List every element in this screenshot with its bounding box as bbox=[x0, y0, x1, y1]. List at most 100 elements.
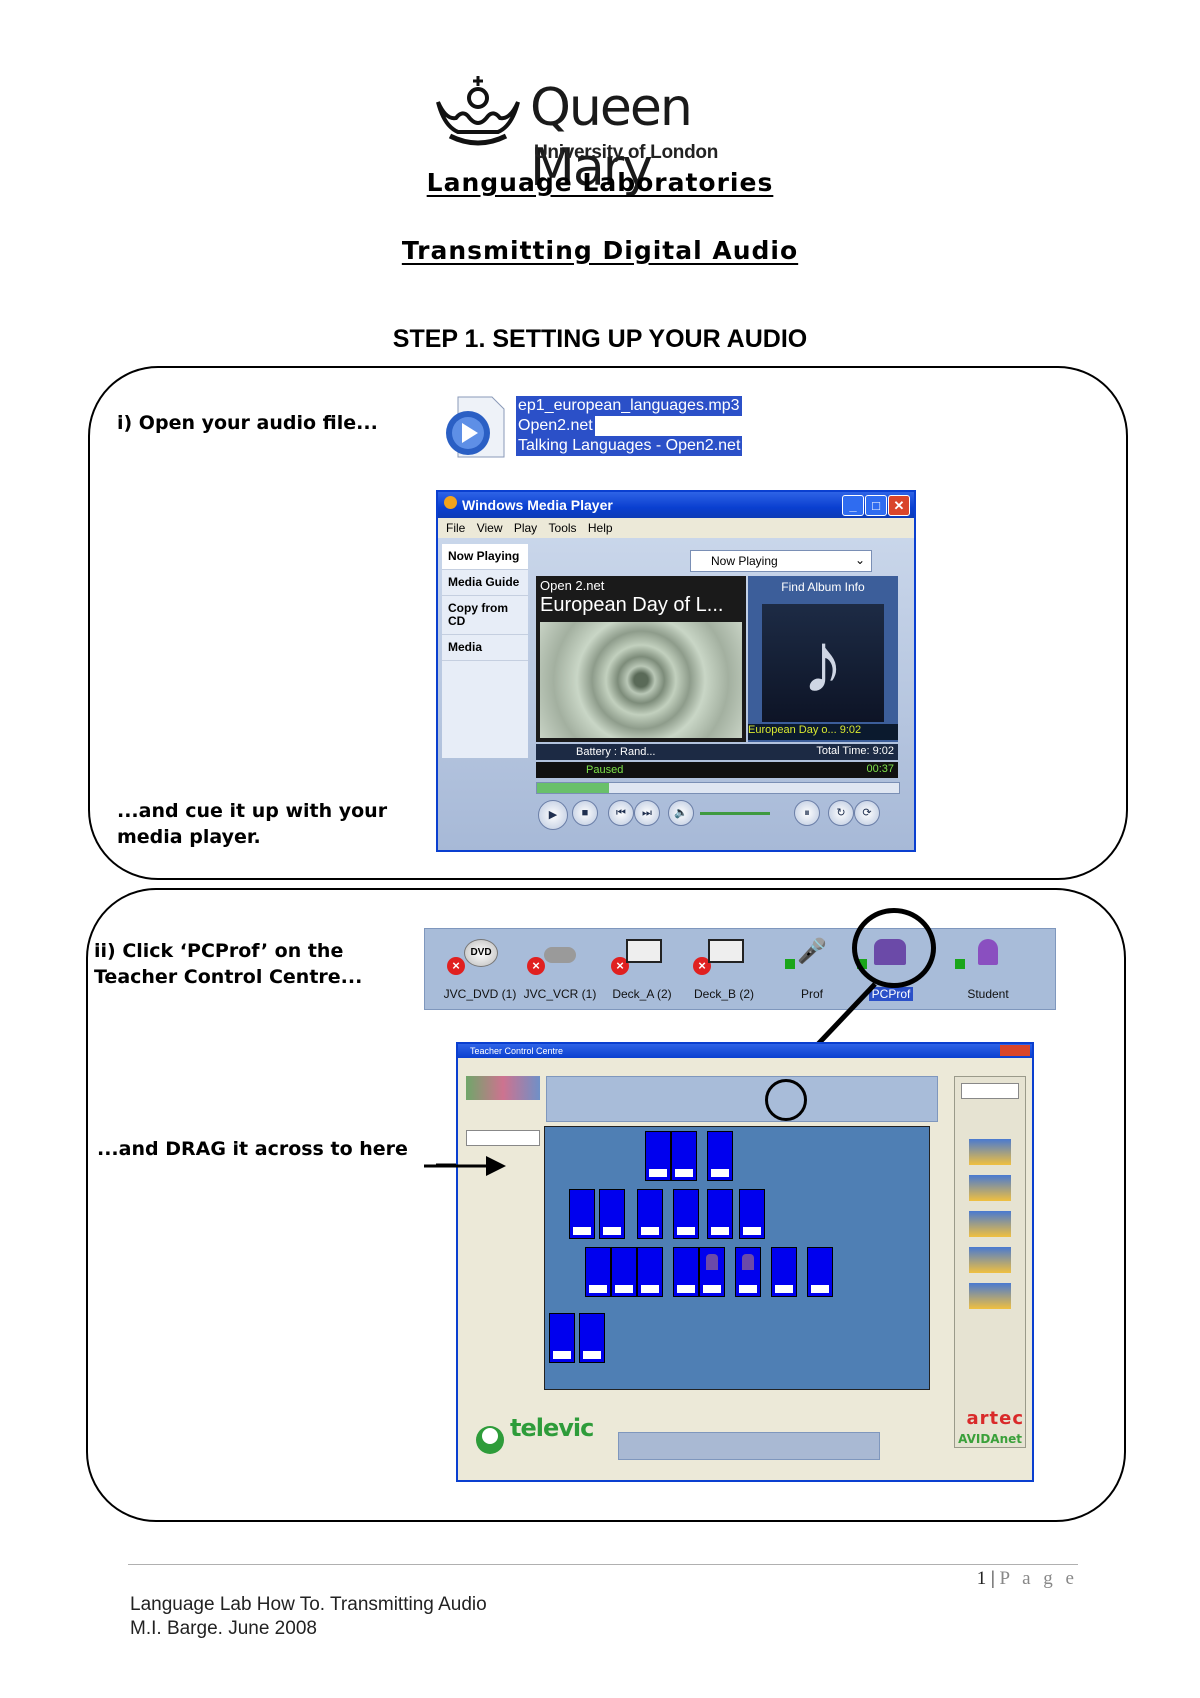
student-desk[interactable] bbox=[807, 1247, 833, 1297]
error-icon: × bbox=[611, 957, 629, 975]
student-desk[interactable] bbox=[707, 1189, 733, 1239]
student-desk[interactable] bbox=[569, 1189, 595, 1239]
album-caption: European Day o... 9:02 bbox=[748, 724, 898, 740]
student-desk[interactable] bbox=[549, 1313, 575, 1363]
activity-icon[interactable] bbox=[969, 1139, 1011, 1165]
viz-track-title: European Day of L... bbox=[540, 594, 724, 616]
student-desk[interactable] bbox=[673, 1189, 699, 1239]
group-icons[interactable] bbox=[466, 1076, 540, 1100]
file-title: Talking Languages - Open2.net bbox=[516, 436, 743, 456]
device-label: PCProf bbox=[869, 987, 913, 1001]
viz-header: Open 2.net bbox=[540, 578, 605, 593]
album-art-pane: Find Album Info ♪ European Day o... 9:02 bbox=[748, 576, 898, 742]
tcc-mini-toolbar bbox=[546, 1076, 938, 1122]
next-button[interactable]: ⏭ bbox=[634, 800, 660, 826]
televic-brand: televic bbox=[510, 1414, 594, 1442]
total-time: Total Time: 9:02 bbox=[816, 745, 894, 757]
session-selector[interactable] bbox=[466, 1130, 540, 1146]
selected-file-label[interactable]: ep1_european_languages.mp3 Open2.net Tal… bbox=[516, 396, 743, 456]
student-desk[interactable] bbox=[673, 1247, 699, 1297]
previous-button[interactable]: ⏮ bbox=[608, 800, 634, 826]
transport-controls: ▶ ■ ⏮ ⏭ 🔈 ⏸ ↻ ⟳ bbox=[536, 794, 898, 836]
tcc-left-panel bbox=[466, 1076, 540, 1416]
device-prof[interactable]: 🎤 Prof bbox=[777, 935, 847, 1007]
student-desk[interactable] bbox=[771, 1247, 797, 1297]
nav-media-guide[interactable]: Media Guide bbox=[442, 570, 528, 596]
device-label: Deck_A (2) bbox=[612, 987, 672, 1001]
highlight-circle bbox=[852, 908, 936, 988]
media-file-icon[interactable] bbox=[440, 395, 508, 459]
instruction-cue-audio: ...and cue it up with your media player. bbox=[117, 800, 388, 848]
activity-icon[interactable] bbox=[969, 1247, 1011, 1273]
dvd-icon: DVD bbox=[464, 939, 498, 967]
microphone-icon: 🎤 bbox=[797, 938, 827, 965]
student-desk[interactable] bbox=[671, 1131, 697, 1181]
play-button[interactable]: ▶ bbox=[538, 800, 568, 830]
tcc-right-panel bbox=[954, 1076, 1026, 1448]
student-desk[interactable] bbox=[599, 1189, 625, 1239]
instruction-click-pcprof: ii) Click ‘PCProf’ on the Teacher Contro… bbox=[94, 938, 430, 990]
device-jvc-vcr[interactable]: × JVC_VCR (1) bbox=[523, 935, 597, 1007]
logo-wordmark: Queen Mary bbox=[530, 78, 693, 198]
student-desk[interactable] bbox=[645, 1131, 671, 1181]
menu-file[interactable]: File bbox=[446, 521, 466, 535]
student-desk[interactable] bbox=[579, 1313, 605, 1363]
close-button[interactable]: ✕ bbox=[888, 495, 910, 516]
tcc-transport-bar[interactable] bbox=[618, 1432, 880, 1460]
highlight-circle-small bbox=[765, 1079, 807, 1121]
nav-copy-from-cd[interactable]: Copy from CD bbox=[442, 596, 528, 635]
seek-bar-progress bbox=[537, 783, 610, 793]
student-desk[interactable] bbox=[739, 1189, 765, 1239]
activity-icon[interactable] bbox=[969, 1283, 1011, 1309]
student-icon bbox=[978, 939, 998, 965]
seek-bar[interactable] bbox=[536, 782, 900, 794]
page-number-value: 1 bbox=[976, 1568, 987, 1589]
music-note-icon: ♪ bbox=[762, 604, 884, 722]
maximize-button[interactable]: □ bbox=[865, 495, 887, 516]
menu-tools[interactable]: Tools bbox=[548, 521, 577, 535]
status-ok-icon bbox=[955, 959, 965, 969]
crown-crest-icon bbox=[436, 76, 520, 146]
mute-button[interactable]: 🔈 bbox=[668, 800, 694, 826]
student-desk-occupied[interactable] bbox=[735, 1247, 761, 1297]
page-label: P a g e bbox=[999, 1568, 1078, 1589]
student-desk[interactable] bbox=[637, 1189, 663, 1239]
student-desk[interactable] bbox=[611, 1247, 637, 1297]
student-desk[interactable] bbox=[707, 1131, 733, 1181]
classroom-layout[interactable] bbox=[544, 1126, 930, 1390]
playlist-name[interactable]: Battery : Rand... bbox=[576, 746, 656, 758]
shuffle-button[interactable]: ↻ bbox=[828, 800, 854, 826]
nav-now-playing[interactable]: Now Playing bbox=[442, 544, 528, 570]
device-deck-b[interactable]: × Deck_B (2) bbox=[687, 935, 761, 1007]
activity-icon[interactable] bbox=[969, 1175, 1011, 1201]
menu-help[interactable]: Help bbox=[587, 521, 613, 535]
device-jvc-dvd[interactable]: × DVD JVC_DVD (1) bbox=[443, 935, 517, 1007]
device-label: Prof bbox=[800, 987, 823, 1001]
menu-view[interactable]: View bbox=[476, 521, 503, 535]
wmp-title-bar[interactable]: Windows Media Player _ □ ✕ bbox=[438, 492, 914, 518]
find-album-info-link[interactable]: Find Album Info bbox=[781, 580, 865, 594]
student-desk[interactable] bbox=[637, 1247, 663, 1297]
wmp-menu-bar: File View Play Tools Help bbox=[438, 518, 914, 538]
tcc-window-buttons[interactable] bbox=[1000, 1045, 1030, 1056]
logo-subtitle: University of London bbox=[534, 142, 719, 163]
stop-button[interactable]: ■ bbox=[572, 800, 598, 826]
menu-play[interactable]: Play bbox=[513, 521, 538, 535]
now-playing-dropdown-label: Now Playing bbox=[711, 554, 778, 568]
instruction-drag: ...and DRAG it across to here bbox=[97, 1138, 408, 1160]
device-deck-a[interactable]: × Deck_A (2) bbox=[605, 935, 679, 1007]
channel-selector[interactable] bbox=[961, 1083, 1019, 1099]
student-desk[interactable] bbox=[585, 1247, 611, 1297]
activity-icon[interactable] bbox=[969, 1211, 1011, 1237]
device-student[interactable]: Student bbox=[951, 935, 1025, 1007]
tcc-title-bar[interactable]: Teacher Control Centre bbox=[458, 1044, 1032, 1058]
error-icon: × bbox=[447, 957, 465, 975]
pause-toggle-button[interactable]: ⏸ bbox=[794, 800, 820, 826]
file-name: ep1_european_languages.mp3 bbox=[516, 396, 742, 416]
student-desk-occupied[interactable] bbox=[699, 1247, 725, 1297]
nav-media[interactable]: Media bbox=[442, 635, 528, 661]
now-playing-dropdown[interactable]: Now Playing ⌄ bbox=[690, 550, 872, 572]
minimize-button[interactable]: _ bbox=[842, 495, 864, 516]
repeat-button[interactable]: ⟳ bbox=[854, 800, 880, 826]
volume-slider[interactable] bbox=[700, 812, 770, 815]
